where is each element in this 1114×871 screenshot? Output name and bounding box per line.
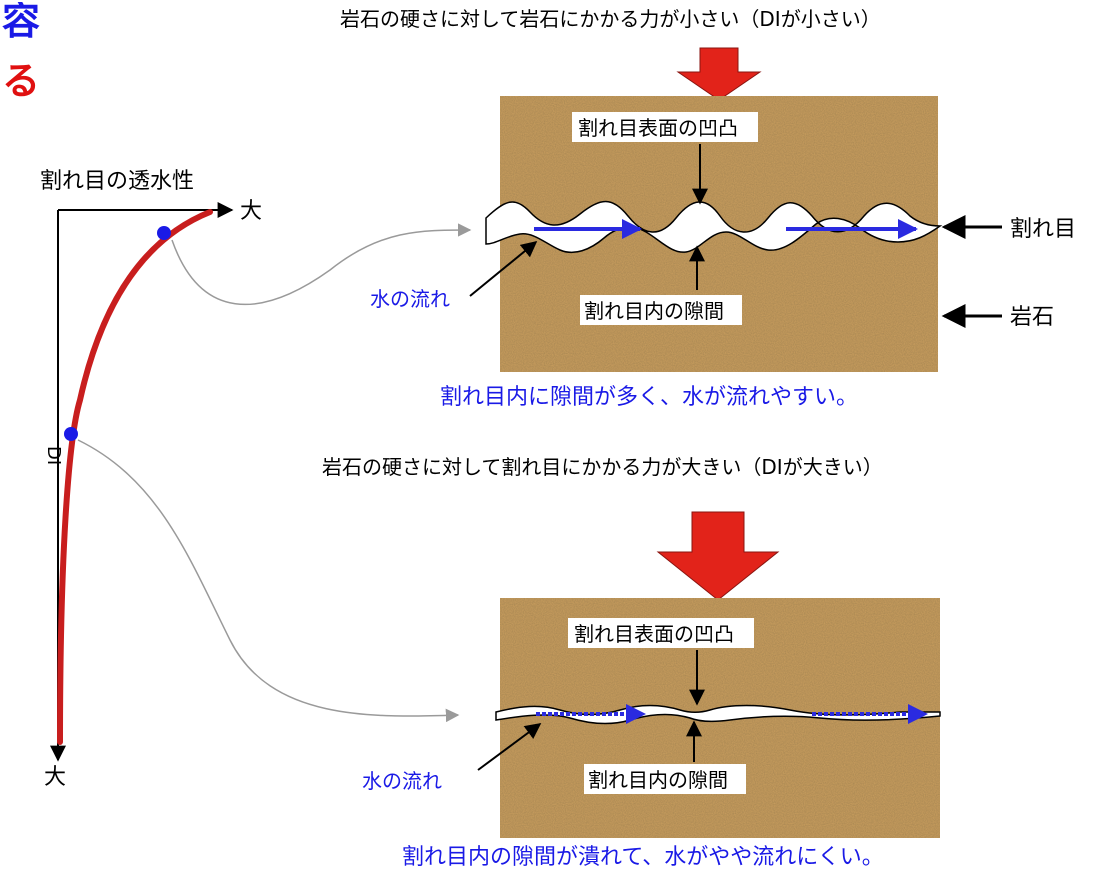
y-axis-end-label: 大 xyxy=(240,199,262,224)
bottom-flow-label: 水の流れ xyxy=(362,769,442,793)
large-force-arrow xyxy=(656,511,780,601)
top-panel-title: 岩石の硬さに対して岩石にかかる力が小さい（DIが小さい） xyxy=(340,7,881,31)
bottom-roughness-label: 割れ目表面の凹凸 xyxy=(574,622,734,646)
y-axis-label: 割れ目の透水性 xyxy=(40,169,194,194)
small-force-arrow xyxy=(676,47,762,101)
x-axis-label: DI xyxy=(43,446,64,465)
x-axis-end-label: 大 xyxy=(44,765,66,790)
high-di-point xyxy=(64,427,78,441)
fracture-label: 割れ目 xyxy=(1010,217,1076,242)
permeability-curve xyxy=(57,209,213,745)
top-roughness-label: 割れ目表面の凹凸 xyxy=(578,116,738,140)
connector-arrow-top xyxy=(171,223,472,306)
low-di-point xyxy=(157,226,171,240)
bottom-panel-title: 岩石の硬さに対して割れ目にかかる力が大きい（DIが大きい） xyxy=(322,455,883,479)
rock-label: 岩石 xyxy=(1010,305,1054,330)
top-panel: 岩石の硬さに対して岩石にかかる力が小さい（DIが小さい） 割れ目表面の凹凸 割れ… xyxy=(340,7,1076,410)
top-gap-label: 割れ目内の隙間 xyxy=(584,299,724,323)
heading-line-2: する xyxy=(0,62,41,100)
top-panel-caption: 割れ目内に隙間が多く、水が流れやすい。 xyxy=(440,385,858,410)
top-flow-label: 水の流れ xyxy=(370,287,450,311)
bottom-gap-label: 割れ目内の隙間 xyxy=(588,768,728,792)
connector-arrow-bottom xyxy=(77,439,460,723)
heading-line-1: 内容 xyxy=(0,2,41,40)
top-flow-pointer xyxy=(469,240,538,297)
bottom-panel: 岩石の硬さに対して割れ目にかかる力が大きい（DIが大きい） 割れ目表面の凹凸 割… xyxy=(322,455,941,870)
bottom-panel-caption: 割れ目内の隙間が潰れて、水がやや流れにくい。 xyxy=(402,845,884,870)
permeability-graph: 割れ目の透水性 大 大 DI xyxy=(40,169,472,790)
bottom-flow-pointer xyxy=(477,723,542,771)
